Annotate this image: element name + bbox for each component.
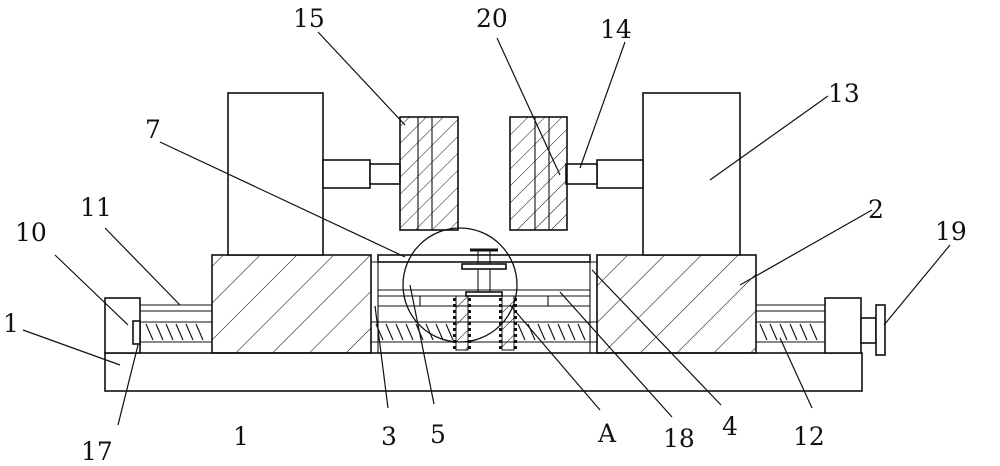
gear-tooth bbox=[468, 316, 471, 319]
left-guide-rail bbox=[140, 304, 212, 312]
left-column bbox=[227, 92, 324, 256]
thread-mark bbox=[165, 323, 174, 341]
label-11: 11 bbox=[80, 193, 112, 222]
label-3: 3 bbox=[381, 422, 397, 451]
label-4: 4 bbox=[722, 412, 738, 441]
gear-tooth bbox=[499, 328, 502, 331]
left-slide-block bbox=[211, 254, 372, 354]
label-17: 17 bbox=[81, 437, 113, 466]
label-1-bottom: 1 bbox=[233, 422, 249, 451]
label-14: 14 bbox=[600, 15, 632, 44]
right-slide-block bbox=[596, 254, 757, 354]
center-shaft bbox=[419, 248, 549, 306]
base-plate bbox=[104, 352, 863, 392]
gear-tooth bbox=[468, 346, 471, 349]
label-5: 5 bbox=[430, 420, 446, 449]
gear-tooth bbox=[514, 340, 517, 343]
gear-tooth bbox=[499, 322, 502, 325]
gear-tooth bbox=[453, 316, 456, 319]
right-column bbox=[642, 92, 741, 256]
handwheel bbox=[875, 304, 886, 356]
left-arm bbox=[322, 159, 401, 189]
gear-tooth bbox=[499, 346, 502, 349]
thread-mark bbox=[547, 323, 556, 341]
right-end-block bbox=[824, 297, 862, 354]
gear-tooth bbox=[499, 340, 502, 343]
label-18: 18 bbox=[663, 424, 695, 453]
gear-tooth bbox=[468, 334, 471, 337]
thread-mark bbox=[195, 323, 204, 341]
gear-tooth bbox=[499, 310, 502, 313]
thread-mark bbox=[405, 323, 414, 341]
right-guide-rail bbox=[756, 304, 825, 312]
gear-tooth bbox=[514, 334, 517, 337]
thread-mark bbox=[395, 323, 404, 341]
detail-circle-a bbox=[402, 227, 518, 343]
thread-mark bbox=[577, 323, 586, 341]
label-13: 13 bbox=[828, 79, 860, 108]
right-clamp-jaw bbox=[509, 116, 568, 231]
thread-mark bbox=[537, 323, 546, 341]
gear-tooth bbox=[499, 316, 502, 319]
gear-tooth bbox=[499, 298, 502, 301]
gear-left bbox=[453, 295, 471, 351]
thread-mark bbox=[385, 323, 394, 341]
clamp-plate bbox=[377, 254, 591, 263]
gear-tooth bbox=[453, 310, 456, 313]
gear-tooth bbox=[453, 346, 456, 349]
thread-mark bbox=[517, 323, 526, 341]
thread-mark bbox=[789, 323, 798, 341]
gear-tooth bbox=[514, 346, 517, 349]
gear-tooth bbox=[499, 304, 502, 307]
left-screw-rod bbox=[140, 321, 212, 343]
right-arm bbox=[565, 159, 644, 189]
thread-mark bbox=[779, 323, 788, 341]
label-7: 7 bbox=[145, 115, 161, 144]
gear-tooth bbox=[514, 322, 517, 325]
label-12: 12 bbox=[793, 422, 825, 451]
label-1-left: 1 bbox=[3, 309, 19, 338]
label-a: A bbox=[597, 419, 617, 448]
left-bearing bbox=[132, 320, 141, 345]
gear-tooth bbox=[453, 328, 456, 331]
thread-mark bbox=[155, 323, 164, 341]
thread-mark bbox=[799, 323, 808, 341]
gear-tooth bbox=[468, 328, 471, 331]
leader-lines bbox=[22, 31, 951, 426]
gear-tooth bbox=[468, 322, 471, 325]
thread-mark bbox=[435, 323, 444, 341]
gear-tooth bbox=[453, 304, 456, 307]
gear-tooth bbox=[468, 304, 471, 307]
label-19: 19 bbox=[935, 217, 967, 246]
handwheel-shaft bbox=[860, 317, 877, 344]
thread-mark bbox=[759, 323, 768, 341]
gear-tooth bbox=[468, 310, 471, 313]
left-clamp-jaw bbox=[399, 116, 459, 231]
thread-mark bbox=[557, 323, 566, 341]
label-20: 20 bbox=[476, 4, 508, 33]
gear-tooth bbox=[453, 298, 456, 301]
label-15: 15 bbox=[293, 4, 325, 33]
thread-mark bbox=[445, 323, 454, 341]
gear-tooth bbox=[453, 322, 456, 325]
label-2: 2 bbox=[868, 195, 884, 224]
gear-tooth bbox=[453, 334, 456, 337]
gear-tooth bbox=[514, 328, 517, 331]
center-screw-rod bbox=[371, 321, 597, 343]
thread-mark bbox=[425, 323, 434, 341]
thread-mark bbox=[185, 323, 194, 341]
thread-mark bbox=[809, 323, 818, 341]
right-screw-rod bbox=[756, 321, 825, 343]
thread-mark bbox=[145, 323, 154, 341]
gear-tooth bbox=[468, 298, 471, 301]
gear-tooth bbox=[499, 334, 502, 337]
thread-mark bbox=[567, 323, 576, 341]
label-10: 10 bbox=[15, 218, 47, 247]
thread-mark bbox=[769, 323, 778, 341]
gear-tooth bbox=[514, 304, 517, 307]
thread-mark bbox=[175, 323, 184, 341]
gear-tooth bbox=[514, 316, 517, 319]
